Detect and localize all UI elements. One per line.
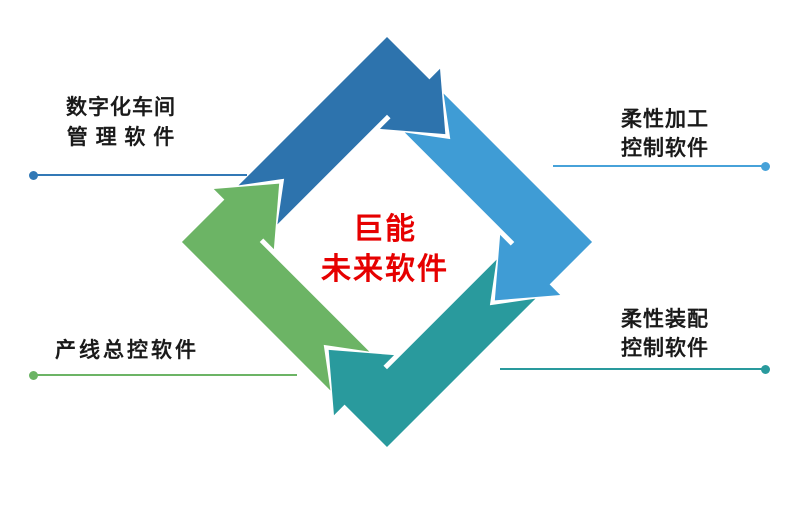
- callout-rule-top-right: [553, 165, 765, 167]
- callout-flexible-assembly-line2: 控制软件: [621, 337, 709, 360]
- callout-flexible-assembly-line1: 柔性装配: [621, 308, 709, 331]
- callout-flexible-machining-line1: 柔性加工: [621, 108, 709, 131]
- center-title-line2: 未来软件: [321, 253, 449, 286]
- callout-flexible-machining: 柔性加工 控制软件: [598, 105, 732, 163]
- center-title: 巨能 未来软件: [285, 210, 485, 290]
- callout-flexible-assembly: 柔性装配 控制软件: [598, 305, 732, 363]
- callout-line-master-control-line1: 产线总控软件: [55, 339, 199, 362]
- callout-rule-top-left: [33, 174, 247, 176]
- callout-dot-top-right: [761, 162, 770, 171]
- callout-flexible-machining-line2: 控制软件: [621, 137, 709, 160]
- callout-line-master-control: 产线总控软件: [34, 336, 220, 366]
- arrow-segment-top-right: [404, 93, 593, 301]
- center-title-line1: 巨能: [353, 213, 417, 246]
- callout-dot-bottom-left: [29, 371, 38, 380]
- callout-dot-bottom-right: [761, 365, 770, 374]
- arrow-segment-top-left: [238, 36, 446, 225]
- callout-rule-bottom-right: [500, 368, 765, 370]
- callout-dot-top-left: [29, 171, 38, 180]
- callout-rule-bottom-left: [33, 374, 297, 376]
- callout-digital-workshop: 数字化车间 管 理 软 件: [40, 93, 202, 153]
- arrow-segment-bottom-left: [181, 183, 370, 391]
- callout-digital-workshop-line1: 数字化车间: [66, 96, 176, 119]
- callout-digital-workshop-line2: 管 理 软 件: [66, 126, 176, 149]
- arrow-segment-bottom-right: [328, 259, 536, 448]
